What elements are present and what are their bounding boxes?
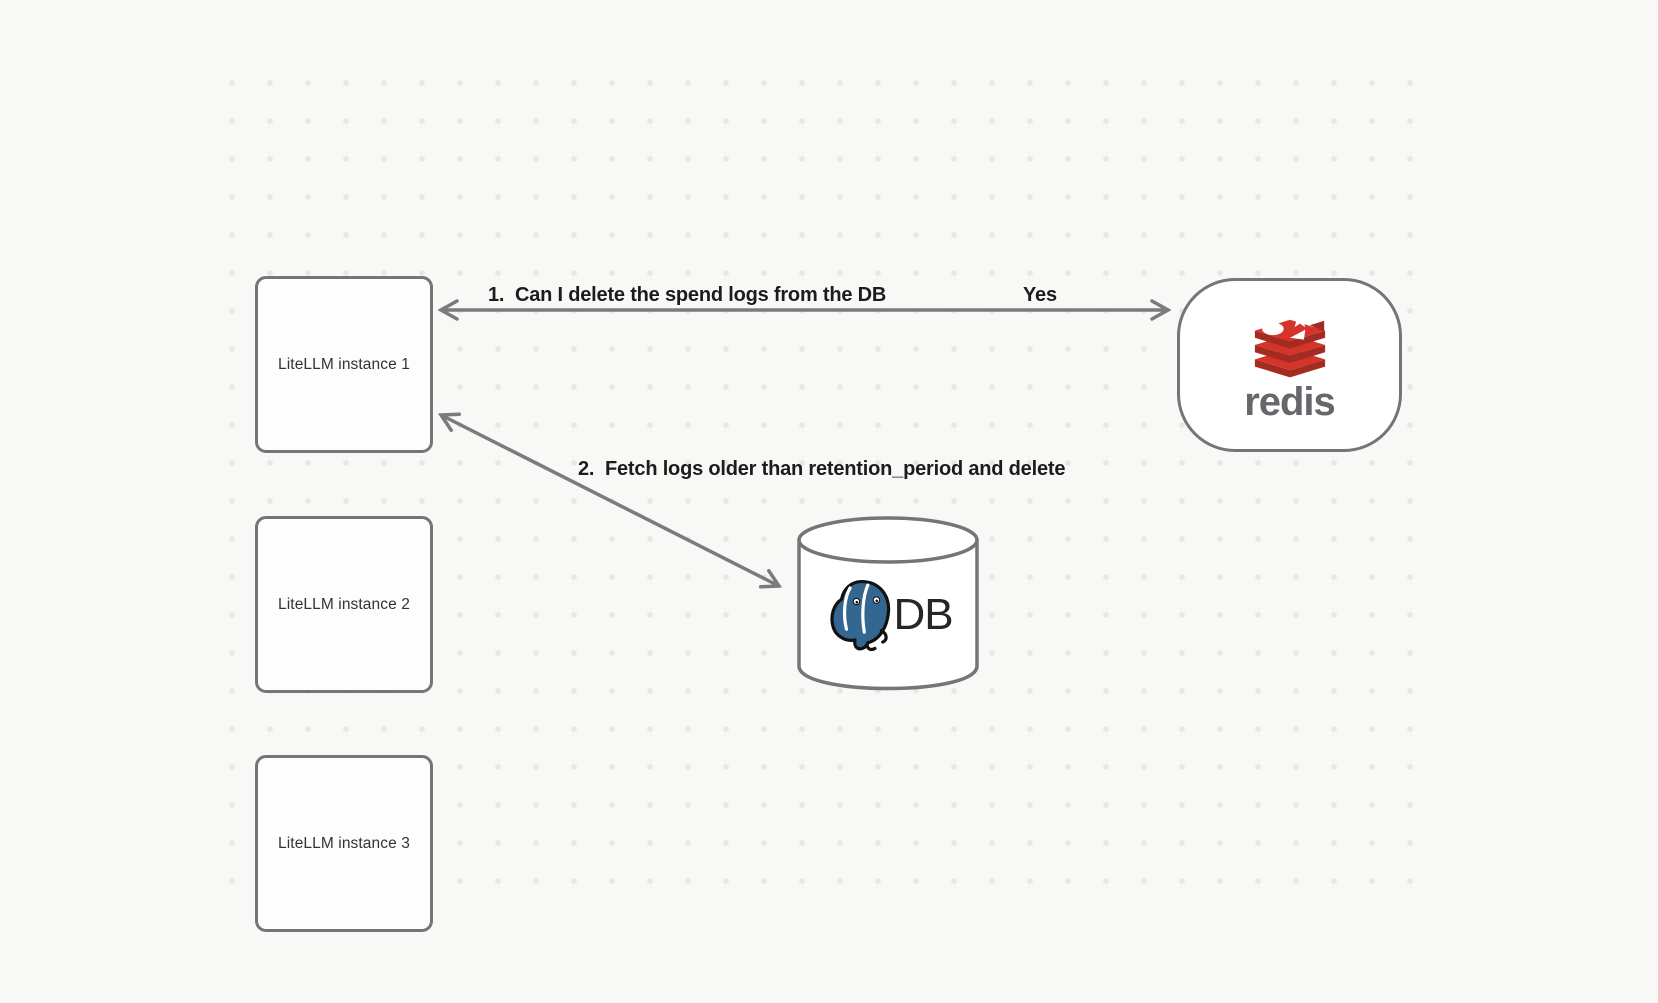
node-litellm-instance-1[interactable]: LiteLLM instance 1 [255,276,433,453]
node-db[interactable]: DB [797,516,979,692]
arrow2-label[interactable]: 2. Fetch logs older than retention_perio… [578,458,1066,480]
db-label: DB [893,590,953,639]
arrow-instance1-db[interactable] [441,415,779,586]
arrow1-answer-label[interactable]: Yes [1023,284,1057,306]
arrow1-question-label[interactable]: 1. Can I delete the spend logs from the … [488,284,887,306]
node-litellm-instance-3-label: LiteLLM instance 3 [278,834,410,852]
redis-logo-icon [1254,310,1325,377]
node-litellm-instance-3[interactable]: LiteLLM instance 3 [255,755,433,932]
node-redis[interactable]: redis [1177,278,1402,452]
redis-wordmark: redis [1244,379,1336,424]
node-litellm-instance-2[interactable]: LiteLLM instance 2 [255,516,433,693]
postgresql-elephant-icon [830,579,891,652]
node-litellm-instance-1-label: LiteLLM instance 1 [278,355,410,373]
node-litellm-instance-2-label: LiteLLM instance 2 [278,595,410,613]
